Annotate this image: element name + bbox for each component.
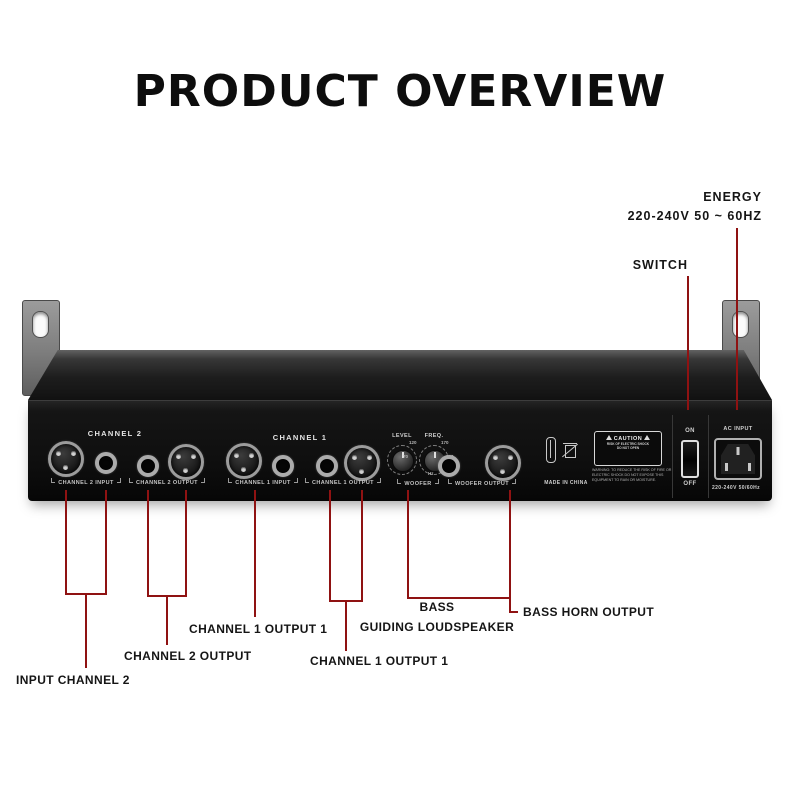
- xlr-pin-icon: [500, 469, 505, 474]
- channel1-input-label: CHANNEL 1 INPUT: [223, 478, 303, 486]
- xlr-pin-icon: [367, 455, 372, 460]
- xlr-pin-icon: [352, 455, 357, 460]
- woofer-output-jack: [438, 455, 460, 477]
- xlr-pin-icon: [241, 467, 246, 472]
- device-rear-panel: CHANNEL 2 CHANNEL 1 CHANNEL 2 INPUT CHAN…: [28, 400, 772, 501]
- ac-rating-label: 220-240V 50/60Hz: [711, 485, 761, 491]
- xlr-pin-icon: [493, 455, 498, 460]
- energy-title: ENERGY: [703, 190, 762, 204]
- line-input-channel-2: [65, 490, 107, 668]
- xlr-pin-icon: [63, 465, 68, 470]
- energy-value: 220-240V 50 ~ 60HZ: [627, 209, 762, 223]
- xlr-pin-icon: [234, 453, 239, 458]
- callout-channel-2-output: CHANNEL 2 OUTPUT: [124, 649, 252, 663]
- xlr-pin-icon: [508, 455, 513, 460]
- switch-annotation: SWITCH: [632, 258, 688, 272]
- caution-title: CAUTION: [595, 435, 661, 442]
- channel2-output-label: CHANNEL 2 OUTPUT: [127, 478, 207, 486]
- line-channel-2-output: [147, 490, 187, 645]
- callout-bass-horn-output: BASS HORN OUTPUT: [523, 605, 655, 619]
- knob-pointer: [392, 450, 414, 472]
- ac-inlet: [714, 438, 762, 480]
- channel2-group-label: CHANNEL 2: [87, 429, 143, 438]
- channel2-input-label: CHANNEL 2 INPUT: [46, 478, 126, 486]
- freq-tick: 170: [441, 440, 449, 445]
- rack-ear-hole: [32, 311, 49, 338]
- level-label: LEVEL: [392, 433, 412, 439]
- xlr-pin-icon: [183, 468, 188, 473]
- level-knob: [387, 445, 417, 475]
- channel2-input-jack: [95, 452, 117, 474]
- channel1-input-xlr: [226, 443, 262, 479]
- channel1-output-label: CHANNEL 1 OUTPUT: [304, 478, 382, 486]
- on-label: ON: [685, 428, 695, 434]
- channel2-output-jack: [137, 455, 159, 477]
- xlr-pin-icon: [56, 451, 61, 456]
- warning-triangle-icon: [605, 435, 612, 440]
- line-bass: [407, 490, 518, 613]
- freq-tick: 70: [403, 454, 409, 459]
- xlr-pin-icon: [249, 453, 254, 458]
- callout-input-channel-2: INPUT CHANNEL 2: [16, 673, 130, 687]
- warning-text: WARNING: TO REDUCE THE RISK OF FIRE OR E…: [592, 468, 672, 482]
- panel-divider: [672, 415, 673, 498]
- channel1-input-jack: [272, 455, 294, 477]
- xlr-pin-icon: [359, 469, 364, 474]
- freq-label: FREQ.: [424, 433, 444, 439]
- caution-line: DO NOT OPEN: [616, 446, 640, 451]
- page-title: PRODUCT OVERVIEW: [133, 66, 667, 117]
- woofer-label: WOOFER: [395, 479, 441, 487]
- off-label: OFF: [683, 481, 697, 487]
- fuse-icon: [546, 437, 556, 463]
- xlr-pin-icon: [191, 454, 196, 459]
- panel-divider: [708, 415, 709, 498]
- channel2-output-xlr: [168, 444, 204, 480]
- ac-input-label: AC INPUT: [723, 426, 753, 432]
- weee-bin-icon: [562, 441, 580, 459]
- made-in-china-label: MADE IN CHINA: [544, 480, 588, 486]
- energy-annotation: ENERGY 220-240V 50 ~ 60HZ: [628, 188, 762, 226]
- channel2-input-xlr: [48, 441, 84, 477]
- rack-ear-hole: [732, 311, 749, 338]
- power-switch: [681, 440, 699, 478]
- callout-channel-1-output-right: CHANNEL 1 OUTPUT 1: [310, 654, 449, 668]
- woofer-output-label: WOOFER OUTPUT: [443, 479, 521, 487]
- channel1-output-xlr: [344, 445, 380, 481]
- callout-channel-1-output-left: CHANNEL 1 OUTPUT 1: [189, 622, 328, 636]
- channel1-output-jack: [316, 455, 338, 477]
- bass-output-xlr: [485, 445, 521, 481]
- channel1-group-label: CHANNEL 1: [272, 433, 328, 442]
- caution-label: CAUTION RISK OF ELECTRIC SHOCK DO NOT OP…: [594, 431, 662, 466]
- iec-pin: [736, 447, 740, 455]
- warning-triangle-icon: [644, 435, 651, 440]
- xlr-pin-icon: [176, 454, 181, 459]
- freq-tick-hz: Hz: [428, 471, 434, 476]
- device-top-face: [28, 350, 772, 400]
- caution-line: RISK OF ELECTRIC SHOCK: [606, 442, 650, 446]
- iec-pin: [725, 463, 728, 471]
- callout-bass: BASS: [419, 600, 455, 614]
- xlr-pin-icon: [71, 451, 76, 456]
- callout-guiding-loudspeaker: GUIDING LOUDSPEAKER: [359, 620, 515, 634]
- iec-pin: [748, 463, 751, 471]
- freq-tick: 120: [409, 440, 417, 445]
